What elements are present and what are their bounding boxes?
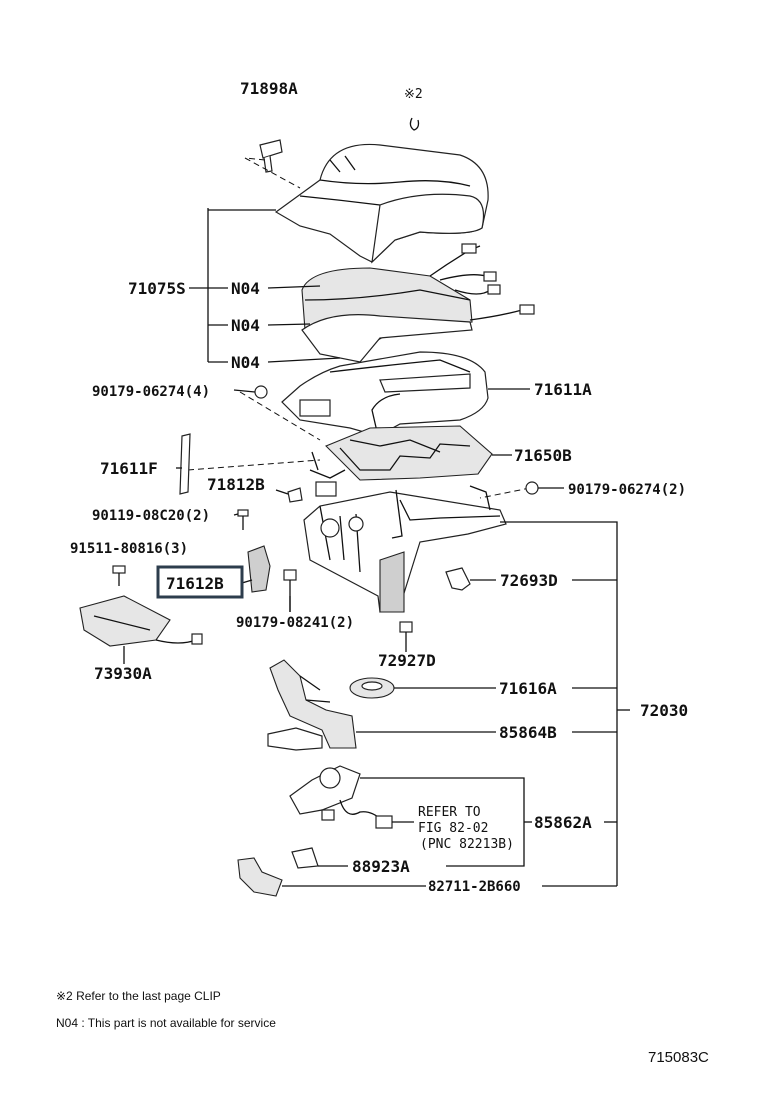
clip-72927D-drawing xyxy=(399,621,413,648)
side-panel-71611F-drawing xyxy=(179,433,191,495)
label-72693D[interactable]: 72693D xyxy=(500,571,558,590)
footnote-clip: ※2 Refer to the last page CLIP xyxy=(56,989,221,1003)
label-71812B[interactable]: 71812B xyxy=(207,475,265,494)
label-85864B[interactable]: 85864B xyxy=(499,723,557,742)
label-71650B[interactable]: 71650B xyxy=(514,446,572,465)
highlight-box-71612B xyxy=(156,565,244,599)
label-82711-2B660[interactable]: 82711-2B660 xyxy=(428,879,521,895)
ring-71616A-drawing xyxy=(349,677,395,699)
bolt-91511-drawing xyxy=(112,565,126,586)
label-refer-pnc: (PNC 82213B) xyxy=(420,837,514,852)
seat-frame-drawing xyxy=(303,451,507,613)
label-n04-2: N04 xyxy=(231,316,260,335)
bolt-90119-drawing xyxy=(237,509,249,530)
bracket-88923A-drawing xyxy=(291,847,319,869)
knob-72693D-drawing xyxy=(445,567,471,591)
label-88923A[interactable]: 88923A xyxy=(352,857,410,876)
bolt-90179-right-drawing xyxy=(525,481,539,495)
label-refer-to: REFER TO xyxy=(418,805,481,820)
clip-71812B-drawing xyxy=(287,487,303,503)
diagram-code: 715083C xyxy=(648,1049,709,1066)
label-71612B[interactable]: 71612B xyxy=(166,574,224,593)
seat-cover-drawing xyxy=(274,143,489,264)
cover-71612B-drawing xyxy=(247,545,271,593)
label-91511-80816[interactable]: 91511-80816(3) xyxy=(70,541,188,557)
cushion-pad-71611A-drawing xyxy=(281,351,489,437)
label-71611A[interactable]: 71611A xyxy=(534,380,592,399)
clip-mark2-drawing xyxy=(409,117,420,131)
label-72030[interactable]: 72030 xyxy=(640,701,688,720)
label-clip-mark2: ※2 xyxy=(404,87,423,102)
label-71611F[interactable]: 71611F xyxy=(100,459,158,478)
label-refer-fig[interactable]: FIG 82-02 xyxy=(418,821,488,836)
label-71898A[interactable]: 71898A xyxy=(240,79,298,98)
seat-heater-drawing xyxy=(301,314,473,363)
label-90119-08C20[interactable]: 90119-08C20(2) xyxy=(92,508,210,524)
switch-85862A-drawing xyxy=(289,765,393,829)
label-90179-06274-4[interactable]: 90179-06274(4) xyxy=(92,384,210,400)
label-72927D[interactable]: 72927D xyxy=(378,651,436,670)
bolt-90179-left-drawing xyxy=(254,385,268,399)
label-90179-06274-2[interactable]: 90179-06274(2) xyxy=(568,482,686,498)
label-71616A[interactable]: 71616A xyxy=(499,679,557,698)
motor-73930A-drawing xyxy=(79,595,203,647)
part-82711-drawing xyxy=(237,857,283,897)
label-73930A[interactable]: 73930A xyxy=(94,664,152,683)
label-71075S[interactable]: 71075S xyxy=(128,279,186,298)
label-85862A[interactable]: 85862A xyxy=(534,813,592,832)
label-90179-08241[interactable]: 90179-08241(2) xyxy=(236,615,354,631)
label-n04-1: N04 xyxy=(231,279,260,298)
spring-mat-71650B-drawing xyxy=(325,425,493,481)
label-n04-3: N04 xyxy=(231,353,260,372)
clip-71898A-drawing xyxy=(244,139,301,189)
leader-lines xyxy=(123,208,630,887)
harness-85864B-drawing xyxy=(267,659,357,751)
footnote-n04: N04 : This part is not available for ser… xyxy=(56,1016,276,1030)
